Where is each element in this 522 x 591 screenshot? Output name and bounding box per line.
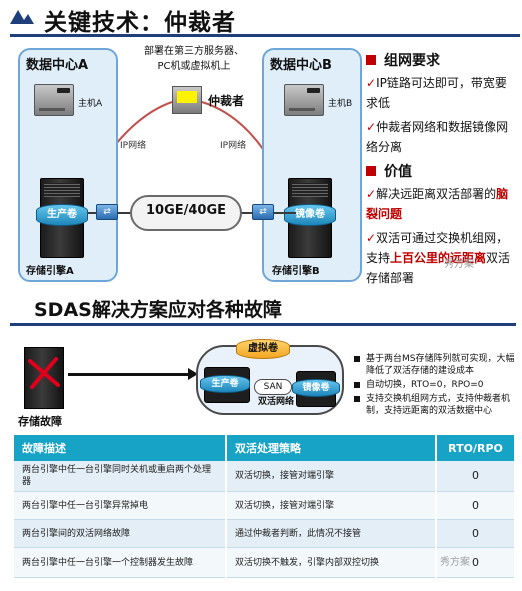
storage-engine-a-label: 存储引擎A (26, 266, 74, 277)
failed-storage-icon (24, 347, 64, 409)
value-item: ✓双活可通过交换机组网，支持上百公里的远距离双活存储部署 (366, 231, 511, 285)
column-header-rto-rpo: RTO/RPO (436, 435, 514, 461)
check-icon: ✓ (366, 231, 377, 245)
arbiter-server-icon (172, 86, 202, 114)
host-b-icon (284, 84, 324, 116)
table-row: 两台引擎间的双活网络故障 通过仲裁者判断，此情况不接管 0 (14, 519, 514, 548)
table-row: 两台引擎中任一台引擎同时关机或重启两个处理器 双活切换，接管对端引擎 0 (14, 461, 514, 492)
logo-icon (10, 10, 34, 24)
ip-network-right-label: IP网络 (220, 141, 247, 151)
benefit-list: 基于两台MS存储阵列就可实现，大幅降低了双活存储的建设成本 自动切换，RTO=0… (354, 353, 520, 419)
host-a-icon (34, 84, 74, 116)
watermark: 秀方案 (440, 557, 470, 568)
bullet-icon (354, 382, 360, 388)
production-volume: 生产卷 (36, 204, 88, 226)
value-heading: 价值 (366, 161, 518, 181)
requirement-item: ✓IP链路可达即可，带宽要求低 (366, 76, 507, 110)
arbiter-deployment-note: 部署在第三方服务器、 PC机或虚拟机上 (144, 46, 244, 72)
benefit-item: 支持交换机组网方式，支持仲裁者机制，支持远距离的双活数据中心 (354, 393, 520, 417)
failover-arrow (68, 373, 190, 376)
check-icon: ✓ (366, 76, 377, 90)
mirror-volume: 镜像卷 (284, 204, 336, 226)
host-b-label: 主机B (328, 99, 353, 109)
title-divider (10, 34, 520, 37)
storage-failure-label: 存储故障 (18, 415, 62, 428)
networking-requirements-heading: 组网要求 (366, 50, 518, 70)
bullet-icon (354, 356, 360, 362)
mirror-volume: 镜像卷 (292, 379, 340, 397)
table-row: 两台引擎中任一台引擎一个控制器发生故障 双活切换不触发，引擎内部双控切换 0 (14, 547, 514, 578)
failure-table: 故障描述 双活处理策略 RTO/RPO 两台引擎中任一台引擎同时关机或重启两个处… (14, 435, 514, 578)
requirements-panel: 组网要求 ✓IP链路可达即可，带宽要求低 ✓仲裁者网络和数据镜像网络分离 价值 … (366, 50, 518, 292)
virtual-volume: 虚拟卷 (236, 339, 290, 359)
switch-b-icon: ⇄ (252, 204, 274, 220)
ip-network-left-label: IP网络 (120, 141, 147, 151)
title-divider (10, 323, 516, 326)
watermark: 秀方案 (444, 259, 474, 270)
requirement-item: ✓仲裁者网络和数据镜像网络分离 (366, 120, 509, 154)
network-cloud-label: 10GE/40GE (145, 203, 227, 218)
check-icon: ✓ (366, 120, 377, 134)
benefit-item: 基于两台MS存储阵列就可实现，大幅降低了双活存储的建设成本 (354, 353, 520, 377)
bullet-icon (354, 396, 360, 402)
slide-arbiter: 关键技术：仲裁者 数据中心A 主机A 生产卷 存储引擎A 数据中心B 主机B 镜… (0, 0, 522, 290)
switch-a-icon: ⇄ (96, 204, 118, 220)
table-row: 两台引擎中任一台引擎异常掉电 双活切换，接管对端引擎 0 (14, 491, 514, 520)
data-center-b-title: 数据中心B (270, 58, 332, 73)
arbiter-label: 仲裁者 (208, 94, 245, 108)
failure-cross-icon (28, 357, 60, 389)
network-cloud (130, 195, 242, 231)
value-item: ✓解决远距离双活部署的脑裂问题 (366, 187, 509, 221)
slide1-title: 关键技术：仲裁者 (44, 10, 236, 36)
slide-failure-handling: SDAS解决方案应对各种故障 存储故障 虚拟卷 生产卷 镜像卷 SAN 双活网络… (0, 293, 522, 591)
benefit-item: 自动切换，RTO=0，RPO=0 (354, 379, 520, 391)
production-volume: 生产卷 (200, 375, 250, 393)
host-a-label: 主机A (78, 99, 103, 109)
slide2-title: SDAS解决方案应对各种故障 (34, 299, 282, 321)
column-header-failure: 故障描述 (14, 435, 227, 461)
table-header-row: 故障描述 双活处理策略 RTO/RPO (14, 435, 514, 461)
data-center-a-title: 数据中心A (26, 58, 89, 73)
check-icon: ✓ (366, 187, 377, 201)
column-header-strategy: 双活处理策略 (226, 435, 437, 461)
active-active-network-label: 双活网络 (257, 397, 294, 407)
storage-engine-b-label: 存储引擎B (272, 266, 320, 277)
arrow-head-icon (188, 368, 198, 380)
san-bubble: SAN (254, 379, 292, 395)
